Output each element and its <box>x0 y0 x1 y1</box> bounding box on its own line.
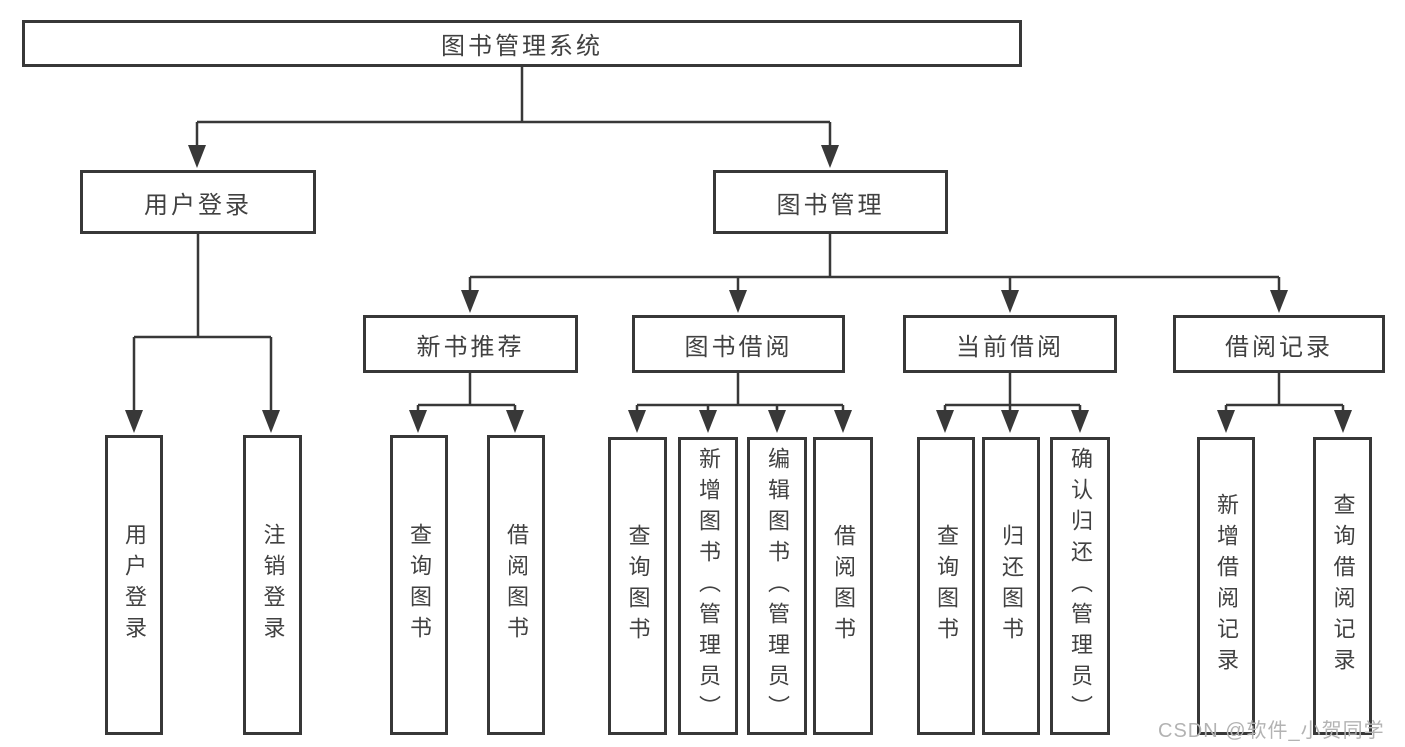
leaf-return-book-label: 归还图书 <box>999 524 1024 648</box>
node-user-login: 用户登录 <box>80 170 316 234</box>
connector-book-borrow-to-leaves <box>628 373 852 433</box>
leaf-add-book-admin: 新增图书（管理员） <box>678 437 738 735</box>
leaf-confirm-return-admin-label: 确认归还（管理员） <box>1068 446 1093 726</box>
leaf-edit-book-admin: 编辑图书（管理员） <box>747 437 807 735</box>
leaf-borrow-book-label: 借阅图书 <box>831 524 856 648</box>
leaf-borrow-query: 查询图书 <box>608 437 667 735</box>
leaf-current-query-label: 查询图书 <box>934 524 959 648</box>
leaf-add-book-admin-label: 新增图书（管理员） <box>696 446 721 726</box>
node-current-borrow-label: 当前借阅 <box>956 333 1064 361</box>
leaf-add-borrow-record-label: 新增借阅记录 <box>1214 493 1239 679</box>
leaf-return-book: 归还图书 <box>982 437 1040 735</box>
leaf-logout: 注销登录 <box>243 435 302 735</box>
csdn-watermark: CSDN @软件_小贺同学 <box>1158 720 1385 742</box>
leaf-confirm-return-admin: 确认归还（管理员） <box>1050 437 1110 735</box>
leaf-new-books-query-label: 查询图书 <box>407 523 432 647</box>
node-new-books: 新书推荐 <box>363 315 578 373</box>
connector-new-books-to-leaves <box>409 373 524 433</box>
connector-current-borrow-to-leaves <box>936 373 1089 433</box>
node-root: 图书管理系统 <box>22 20 1022 67</box>
leaf-new-books-borrow-label: 借阅图书 <box>504 523 529 647</box>
leaf-user-login: 用户登录 <box>105 435 163 735</box>
node-book-borrow-label: 图书借阅 <box>684 333 793 361</box>
connector-book-management-to-sections <box>461 234 1288 313</box>
leaf-add-borrow-record: 新增借阅记录 <box>1197 437 1255 735</box>
leaf-query-borrow-record-label: 查询借阅记录 <box>1330 493 1356 679</box>
leaf-user-login-label: 用户登录 <box>122 523 147 647</box>
leaf-logout-label: 注销登录 <box>260 523 286 647</box>
leaf-edit-book-admin-label: 编辑图书（管理员） <box>765 446 790 726</box>
leaf-current-query: 查询图书 <box>917 437 975 735</box>
connector-borrow-records-to-leaves <box>1217 373 1352 433</box>
node-book-management: 图书管理 <box>713 170 948 234</box>
node-borrow-records: 借阅记录 <box>1173 315 1385 373</box>
leaf-borrow-query-label: 查询图书 <box>625 524 651 648</box>
node-user-login-label: 用户登录 <box>144 191 252 219</box>
node-root-label: 图书管理系统 <box>441 33 603 60</box>
leaf-borrow-book: 借阅图书 <box>813 437 873 735</box>
leaf-query-borrow-record: 查询借阅记录 <box>1313 437 1372 735</box>
node-book-management-label: 图书管理 <box>776 191 885 219</box>
node-borrow-records-label: 借阅记录 <box>1225 333 1333 361</box>
connector-root-to-level2 <box>188 67 839 168</box>
connector-user-login-to-leaves <box>125 234 280 433</box>
node-current-borrow: 当前借阅 <box>903 315 1117 373</box>
leaf-new-books-query: 查询图书 <box>390 435 448 735</box>
leaf-new-books-borrow: 借阅图书 <box>487 435 545 735</box>
node-book-borrow: 图书借阅 <box>632 315 845 373</box>
node-new-books-label: 新书推荐 <box>416 333 525 361</box>
